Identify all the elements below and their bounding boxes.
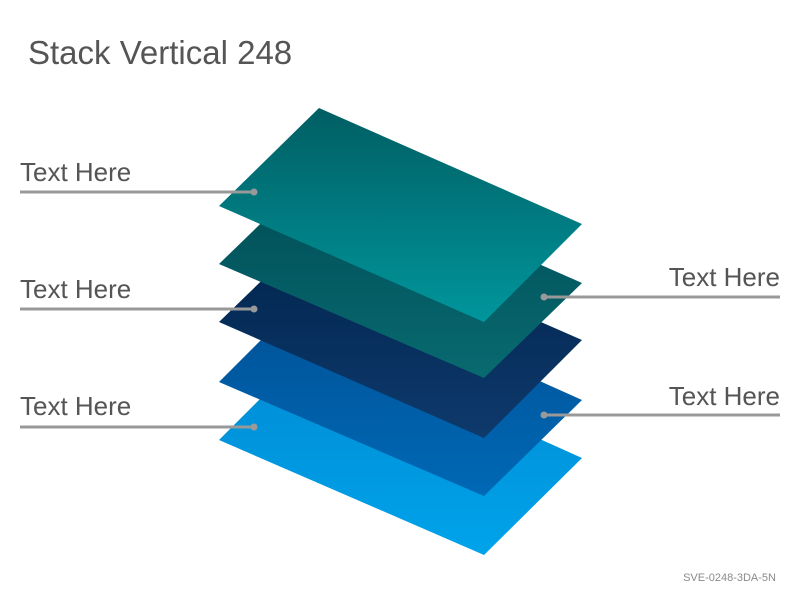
label-left-middle: Text Here — [20, 274, 132, 304]
layer-top — [219, 108, 582, 322]
leader-dot-left-middle — [250, 305, 258, 313]
leader-dot-left-bottom — [250, 423, 258, 431]
footer-code: SVE-0248-3DA-5N — [683, 572, 776, 584]
leader-dot-left-top — [250, 188, 258, 196]
label-left-bottom: Text Here — [20, 391, 132, 421]
leader-dot-right-bottom — [540, 411, 548, 419]
page-title: Stack Vertical 248 — [28, 34, 293, 71]
leader-dot-right-top — [540, 293, 548, 301]
label-left-top: Text Here — [20, 157, 132, 187]
label-right-top: Text Here — [668, 262, 780, 292]
label-right-bottom: Text Here — [668, 381, 780, 411]
leader-lines — [20, 188, 780, 431]
